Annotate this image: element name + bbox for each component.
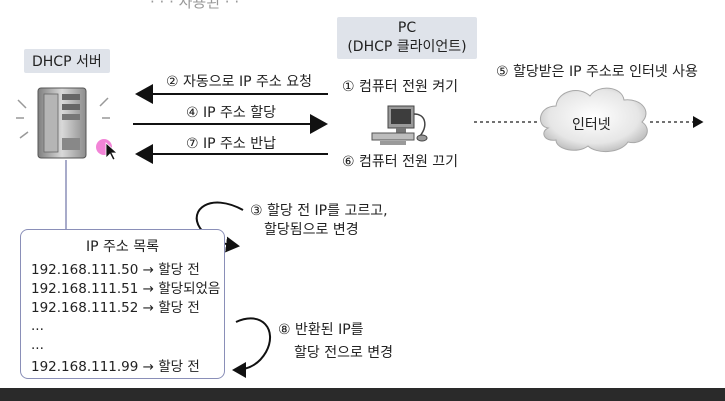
ip-list-row: 192.168.111.50 → 할당 전 bbox=[31, 258, 200, 278]
select-note-line2: 할당됨으로 변경 bbox=[264, 219, 359, 239]
ip-list-box: IP 주소 목록 192.168.111.50 → 할당 전 192.168.1… bbox=[20, 229, 225, 379]
pc-label: PC (DHCP 클라이언트) bbox=[337, 17, 477, 59]
assign-label: ④ IP 주소 할당 bbox=[186, 102, 276, 122]
power-off-label: ⑥ 컴퓨터 전원 끄기 bbox=[342, 151, 458, 171]
internet-cloud-label: 인터넷 bbox=[572, 114, 611, 134]
internet-use-label: ⑤ 할당받은 IP 주소로 인터넷 사용 bbox=[496, 61, 698, 81]
power-on-label: ① 컴퓨터 전원 켜기 bbox=[342, 76, 458, 96]
pc-label-line2: (DHCP 클라이언트) bbox=[341, 38, 473, 57]
ip-list-row: 192.168.111.99 → 할당 전 bbox=[31, 355, 200, 375]
curved-arrow-returned bbox=[234, 318, 270, 370]
ip-list-row: 192.168.111.52 → 할당 전 bbox=[31, 296, 200, 316]
mouse-cursor-icon bbox=[96, 139, 117, 160]
pc-icon bbox=[372, 106, 427, 145]
returned-note-line1: ⑧ 반환된 IP를 bbox=[278, 319, 364, 339]
returned-note-line2: 할당 전으로 변경 bbox=[294, 342, 393, 362]
request-label: ② 자동으로 IP 주소 요청 bbox=[166, 71, 312, 91]
select-note-line1: ③ 할당 전 IP를 고르고, bbox=[250, 200, 388, 220]
ip-list-row: ... bbox=[31, 318, 44, 334]
video-progress-bar[interactable] bbox=[0, 388, 725, 401]
ip-list-title: IP 주소 목록 bbox=[21, 236, 224, 256]
ip-list-row: 192.168.111.51 → 할당되었음 bbox=[31, 277, 220, 297]
pc-label-line1: PC bbox=[341, 19, 473, 38]
ip-list-row: ... bbox=[31, 337, 44, 353]
server-label: DHCP 서버 bbox=[24, 49, 110, 73]
server-icon bbox=[16, 88, 110, 158]
return-label: ⑦ IP 주소 반납 bbox=[186, 133, 276, 153]
